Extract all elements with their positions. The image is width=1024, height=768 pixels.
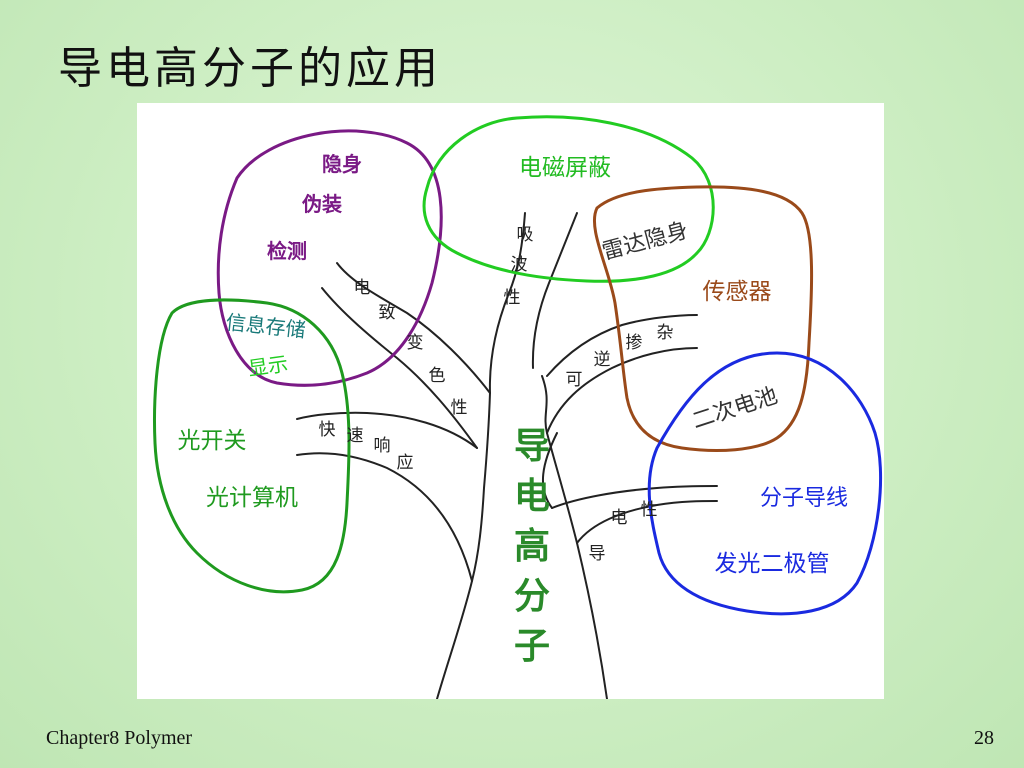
branch-fast-char: 速	[347, 426, 364, 446]
branch-electrochromic-char: 色	[429, 366, 446, 386]
purple-item: 伪装	[301, 192, 342, 216]
cluster-purple: 隐身 伪装 检测	[267, 152, 362, 263]
green-left-item: 光开关	[178, 428, 247, 454]
branch-fast-char: 快	[319, 420, 336, 440]
purple-item: 检测	[267, 239, 307, 263]
reversible-branch-lower	[546, 347, 698, 434]
branch-absorb-char: 波	[511, 255, 528, 275]
green-left-item: 信息存储	[225, 310, 307, 342]
reversible-branch-upper	[546, 314, 698, 377]
branch-electrochromic-char: 性	[451, 398, 468, 418]
cluster-brown: 雷达隐身	[600, 218, 691, 265]
branch-absorb-char: 性	[504, 288, 521, 308]
branch-electrochromic-char: 致	[379, 303, 396, 323]
trunk-char: 高	[514, 526, 550, 567]
tree-outline	[296, 212, 718, 699]
branch-reversible-char: 可	[566, 370, 583, 390]
trunk-char: 电	[514, 476, 550, 517]
fast-branch-lower	[296, 452, 473, 582]
cluster-brown-outline	[592, 185, 814, 453]
branch-reversible-char: 掺	[626, 333, 643, 353]
trunk-char: 子	[514, 626, 550, 667]
blue-item: 二次电池	[689, 383, 780, 434]
trunk-left-edge	[436, 392, 491, 699]
cluster-green-left-outline	[153, 298, 351, 594]
branch-conductive-char: 电	[611, 508, 628, 528]
tree-diagram: 导 电 高 分 子 电 致 变 色 性 吸 波 性 可 逆 掺 杂 快 速 响	[153, 115, 883, 699]
cluster-green-top-item: 电磁屏蔽	[519, 155, 611, 181]
branch-absorb-char: 吸	[517, 225, 534, 245]
trunk-label: 导 电 高 分 子	[514, 426, 550, 667]
electrochromic-branch-lower	[321, 287, 478, 449]
tree-diagram-panel: 导 电 高 分 子 电 致 变 色 性 吸 波 性 可 逆 掺 杂 快 速 响	[137, 103, 884, 699]
purple-item: 隐身	[322, 152, 362, 176]
slide-title: 导电高分子的应用	[58, 43, 442, 94]
blue-item: 分子导线	[760, 486, 848, 511]
branch-fast-char: 应	[397, 453, 414, 473]
trunk-char: 导	[514, 426, 550, 467]
trunk-char: 分	[514, 576, 550, 617]
absorb-branch-right	[531, 212, 578, 369]
page-number: 28	[974, 727, 994, 749]
cluster-purple-outline	[216, 129, 443, 387]
blue-item: 发光二极管	[715, 551, 830, 577]
branch-reversible-char: 逆	[594, 350, 611, 370]
cluster-green-top-outline	[422, 115, 715, 283]
electrochromic-branch-upper	[336, 262, 491, 394]
branch-labels: 电 致 变 色 性 吸 波 性 可 逆 掺 杂 快 速 响 应 导 电 性	[319, 225, 674, 564]
trunk-right-edge	[541, 375, 608, 699]
footer-chapter: Chapter8 Polymer	[46, 727, 193, 749]
green-left-item: 光计算机	[206, 485, 298, 511]
fast-branch-upper	[296, 411, 478, 449]
branch-electrochromic-char: 电	[354, 278, 371, 298]
brown-item: 雷达隐身	[600, 218, 691, 265]
branch-conductive-char: 导	[589, 544, 606, 564]
absorb-branch-left	[488, 212, 526, 394]
branch-conductive-char: 性	[641, 500, 658, 520]
brown-item: 传感器	[703, 279, 772, 305]
conductive-branch-lower	[576, 500, 718, 544]
branch-electrochromic-char: 变	[407, 333, 424, 353]
branch-fast-char: 响	[374, 436, 391, 456]
cluster-green-left: 信息存储 显示 光开关 光计算机	[178, 310, 307, 511]
branch-reversible-char: 杂	[657, 323, 674, 343]
trunk-inner-fork	[541, 432, 558, 509]
green-left-item: 显示	[247, 351, 290, 380]
conductive-branch-upper	[551, 485, 718, 509]
cluster-blue-outline	[647, 351, 883, 616]
